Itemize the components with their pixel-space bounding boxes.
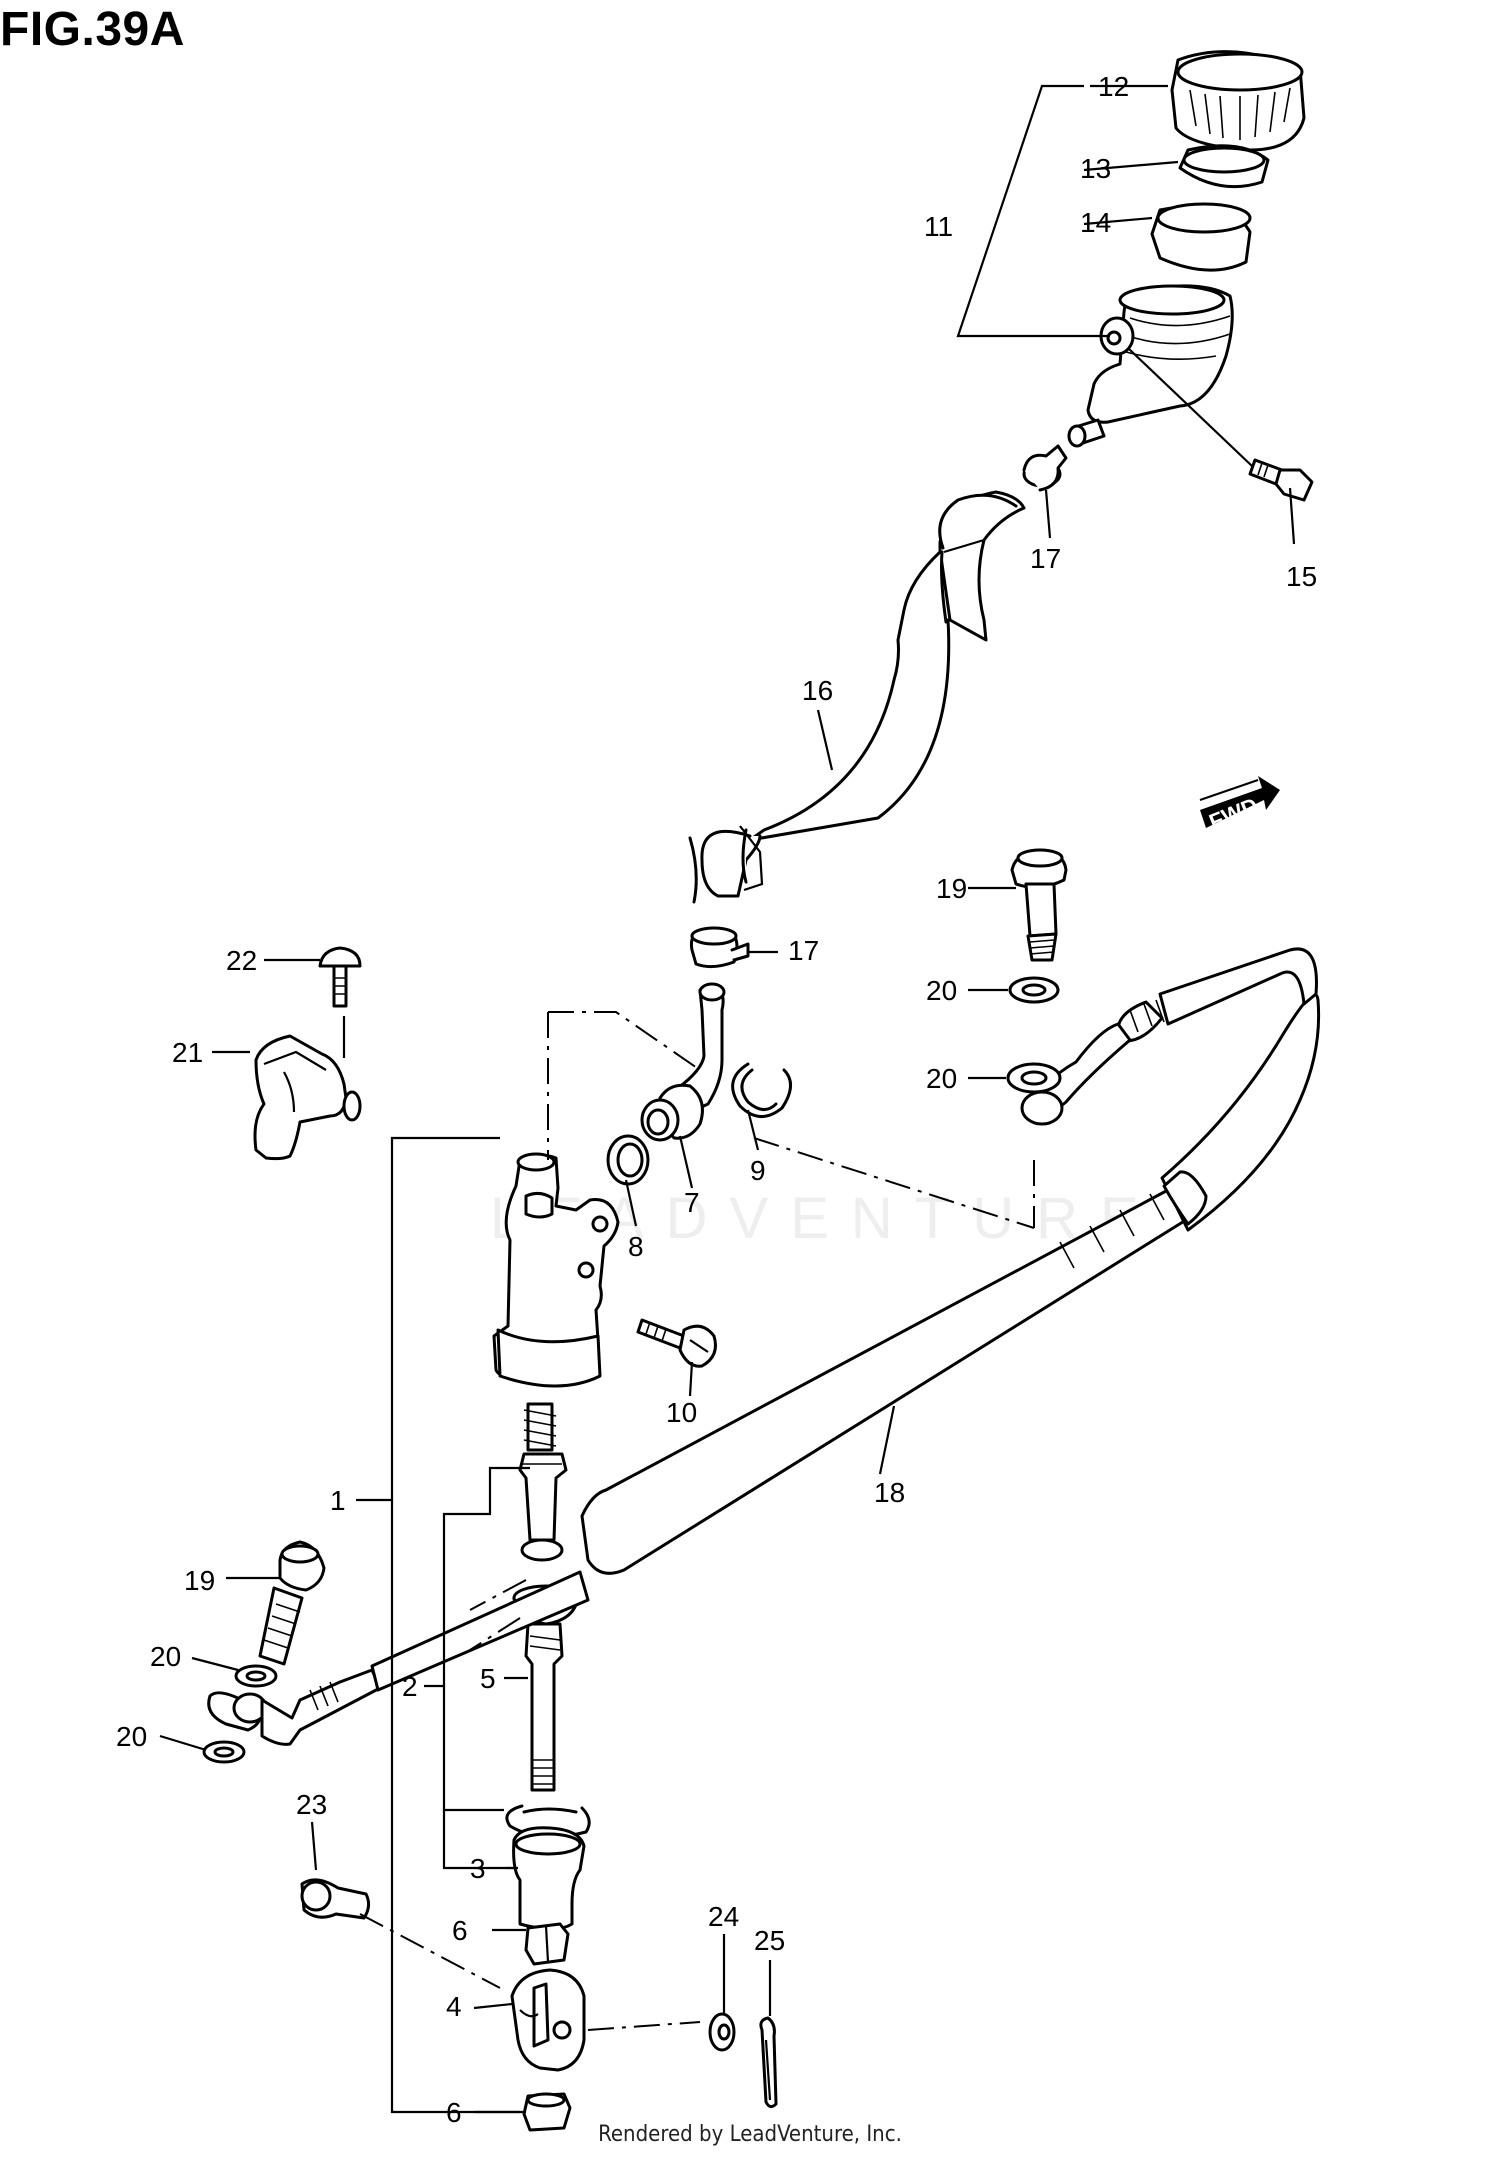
callout-10: 10: [666, 1397, 697, 1428]
callout-8: 8: [628, 1231, 644, 1262]
reservoir-cap[interactable]: [1170, 50, 1306, 152]
hose-clamp-upper[interactable]: [1022, 444, 1068, 492]
callout-15: 15: [1286, 561, 1317, 592]
figure-title: FIG.39A: [0, 3, 185, 56]
clevis[interactable]: [510, 1968, 586, 2072]
lock-nut-lower[interactable]: [522, 2092, 572, 2132]
callout-23: 23: [296, 1789, 327, 1820]
piston-spring[interactable]: [518, 1402, 568, 1562]
callout-5: 5: [480, 1663, 496, 1694]
callout-20-upper-a: 20: [926, 975, 957, 1006]
callout-20-lower-a: 20: [150, 1641, 181, 1672]
washer-lower-b[interactable]: [202, 1740, 246, 1764]
banjo-bolt-upper[interactable]: [1010, 848, 1068, 962]
footer-credit: Rendered by LeadVenture, Inc.: [598, 2122, 902, 2147]
callout-1: 1: [330, 1485, 346, 1516]
washer-upper-a[interactable]: [1008, 976, 1060, 1004]
push-rod[interactable]: [524, 1622, 564, 1792]
circlip[interactable]: [731, 1062, 792, 1118]
callout-19-lower: 19: [184, 1565, 215, 1596]
banjo-bolt-lower[interactable]: [258, 1540, 326, 1666]
callout-4: 4: [446, 1991, 462, 2022]
hose-joint[interactable]: [640, 982, 726, 1142]
washer-lower-a[interactable]: [234, 1664, 278, 1688]
hose-clamp-lower[interactable]: [689, 926, 750, 969]
reservoir-body[interactable]: [1067, 284, 1234, 448]
clevis-pin[interactable]: [300, 1878, 371, 1920]
callout-16: 16: [802, 675, 833, 706]
callout-2: 2: [402, 1671, 418, 1702]
master-cylinder-body[interactable]: [492, 1152, 620, 1388]
callout-18: 18: [874, 1477, 905, 1508]
callout-21: 21: [172, 1037, 203, 1068]
callout-20-lower-b: 20: [116, 1721, 147, 1752]
pin-washer[interactable]: [708, 2012, 736, 2052]
boot[interactable]: [512, 1826, 586, 1931]
callout-11: 11: [924, 211, 953, 242]
callout-12: 12: [1098, 71, 1129, 102]
mount-bolt[interactable]: [636, 1318, 717, 1368]
callout-6-lower: 6: [446, 2097, 462, 2128]
callout-22: 22: [226, 945, 257, 976]
reservoir-bolt[interactable]: [1127, 347, 1314, 502]
callout-6-upper: 6: [452, 1915, 468, 1946]
reservoir-plate[interactable]: [1178, 144, 1270, 189]
callout-3: 3: [470, 1853, 486, 1884]
leader-lines: [159, 84, 1296, 2114]
lock-nut-upper[interactable]: [524, 1922, 570, 1966]
brake-hose[interactable]: [207, 947, 1321, 1746]
cotter-pin[interactable]: [759, 2016, 778, 2109]
callout-14: 14: [1080, 207, 1111, 238]
hose-guide[interactable]: [253, 1034, 362, 1161]
callout-17-upper: 17: [1030, 543, 1061, 574]
callout-24: 24: [708, 1901, 739, 1932]
callout-20-upper-b: 20: [926, 1063, 957, 1094]
guide-screw[interactable]: [318, 946, 362, 1008]
callout-25: 25: [754, 1925, 785, 1956]
fwd-arrow-icon: FWD: [1199, 776, 1280, 835]
reservoir-diaphragm[interactable]: [1150, 202, 1252, 272]
callout-9: 9: [750, 1155, 766, 1186]
callout-17-lower: 17: [788, 935, 819, 966]
washer-upper-b[interactable]: [1006, 1062, 1062, 1094]
callout-labels: 12 13 11 14 17 15 16 19 17 20 22 21 20 9…: [116, 71, 1317, 2128]
callout-7: 7: [684, 1187, 700, 1218]
callout-19-upper: 19: [936, 873, 967, 904]
reservoir-hose[interactable]: [688, 490, 1026, 904]
callout-13: 13: [1080, 153, 1111, 184]
o-ring[interactable]: [606, 1134, 650, 1186]
